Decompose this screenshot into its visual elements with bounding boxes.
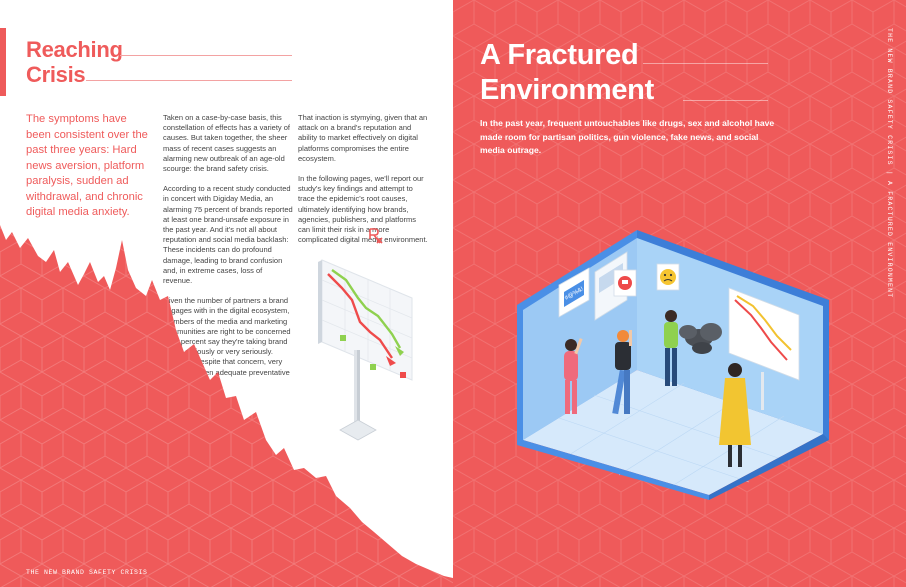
body-paragraph: In the following pages, we'll report our… bbox=[298, 174, 428, 245]
title-rule-bottom bbox=[683, 100, 768, 101]
lead-paragraph: The symptoms have been consistent over t… bbox=[26, 113, 148, 218]
storm-cloud-icon bbox=[679, 323, 722, 354]
angry-face-icon bbox=[660, 269, 676, 285]
section-title: Reaching Crisis bbox=[26, 37, 123, 87]
body-paragraph: That inaction is stymying, given that an… bbox=[298, 113, 428, 163]
protester-figures bbox=[564, 310, 751, 467]
decline-mountain-graphic bbox=[0, 225, 453, 587]
page-number: 02 bbox=[419, 569, 427, 576]
body-column-2: That inaction is stymying, given that an… bbox=[298, 113, 430, 255]
body-paragraph: According to a recent study conducted in… bbox=[163, 184, 293, 286]
fractured-room-illustration: #@%&! bbox=[517, 230, 829, 500]
footer-publication-name: THE NEW BRAND SAFETY CRISIS bbox=[26, 569, 148, 576]
section-title-line2: Crisis bbox=[26, 62, 86, 87]
angry-sign-panel bbox=[564, 280, 584, 307]
section-title: A Fractured Environment bbox=[480, 38, 654, 108]
vertical-running-header: THE NEW BRAND SAFETY CRISIS | A FRACTURE… bbox=[886, 28, 893, 299]
section-title-line1: A Fractured bbox=[480, 39, 639, 71]
chart-stand-illustration bbox=[318, 259, 413, 441]
lead-paragraph: In the past year, frequent untouchables … bbox=[480, 118, 775, 155]
body-paragraph: Taken on a case-by-case basis, this cons… bbox=[163, 113, 291, 174]
left-page: Reaching Crisis The symptoms have been c… bbox=[0, 28, 453, 587]
body-column-1: Taken on a case-by-case basis, this cons… bbox=[163, 113, 293, 398]
section-title-line1: Reaching bbox=[26, 37, 123, 62]
accent-bar bbox=[0, 28, 6, 96]
section-title-line2: Environment bbox=[480, 74, 654, 106]
title-rule-top bbox=[643, 63, 768, 64]
prescription-rx-icon bbox=[369, 228, 383, 244]
title-rule-bottom bbox=[86, 80, 292, 81]
right-page: A Fractured Environment In the past year… bbox=[453, 0, 906, 587]
title-rule-top bbox=[120, 55, 292, 56]
